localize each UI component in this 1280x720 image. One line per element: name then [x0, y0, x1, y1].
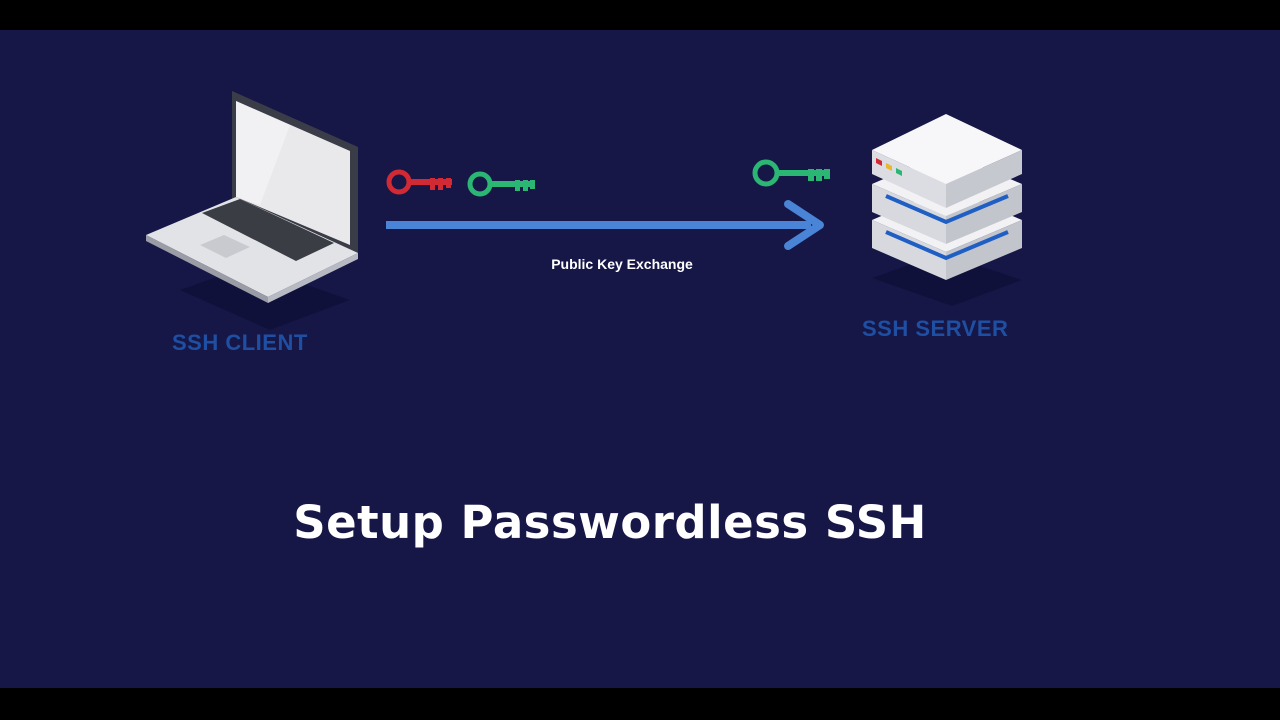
page-title: Setup Passwordless SSH [293, 496, 927, 549]
arrow-right-icon [386, 200, 824, 250]
diagram-panel [0, 30, 1280, 688]
ssh-client-label: SSH CLIENT [172, 330, 308, 355]
laptop-icon [146, 91, 358, 330]
private-key-icon [386, 169, 452, 195]
public-key-exchange-label: Public Key Exchange [551, 256, 693, 272]
ssh-server-label: SSH SERVER [862, 316, 1009, 341]
public-key-icon [467, 171, 535, 197]
letterbox-bottom [0, 688, 1280, 720]
server-stack-icon [872, 114, 1022, 306]
public-key-icon [752, 159, 830, 187]
letterbox-top [0, 0, 1280, 30]
